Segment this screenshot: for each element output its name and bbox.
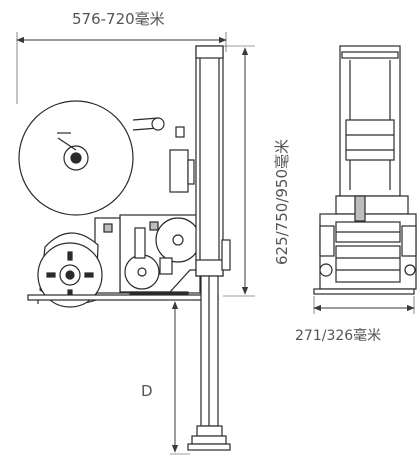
stand-column [187, 45, 231, 451]
label-roll [18, 100, 134, 216]
overall-width-label: 576-720毫米 [72, 10, 165, 28]
dancer-arm [132, 117, 195, 193]
side-view-applicator [313, 45, 417, 295]
side-width-label: 271/326毫米 [295, 328, 382, 344]
stand-offset-label: D [141, 382, 153, 400]
main-body [94, 214, 201, 297]
front-view-applicator [18, 100, 219, 308]
dimension-lines [16, 32, 415, 455]
height-label: 625/750/950毫米 [273, 139, 291, 265]
